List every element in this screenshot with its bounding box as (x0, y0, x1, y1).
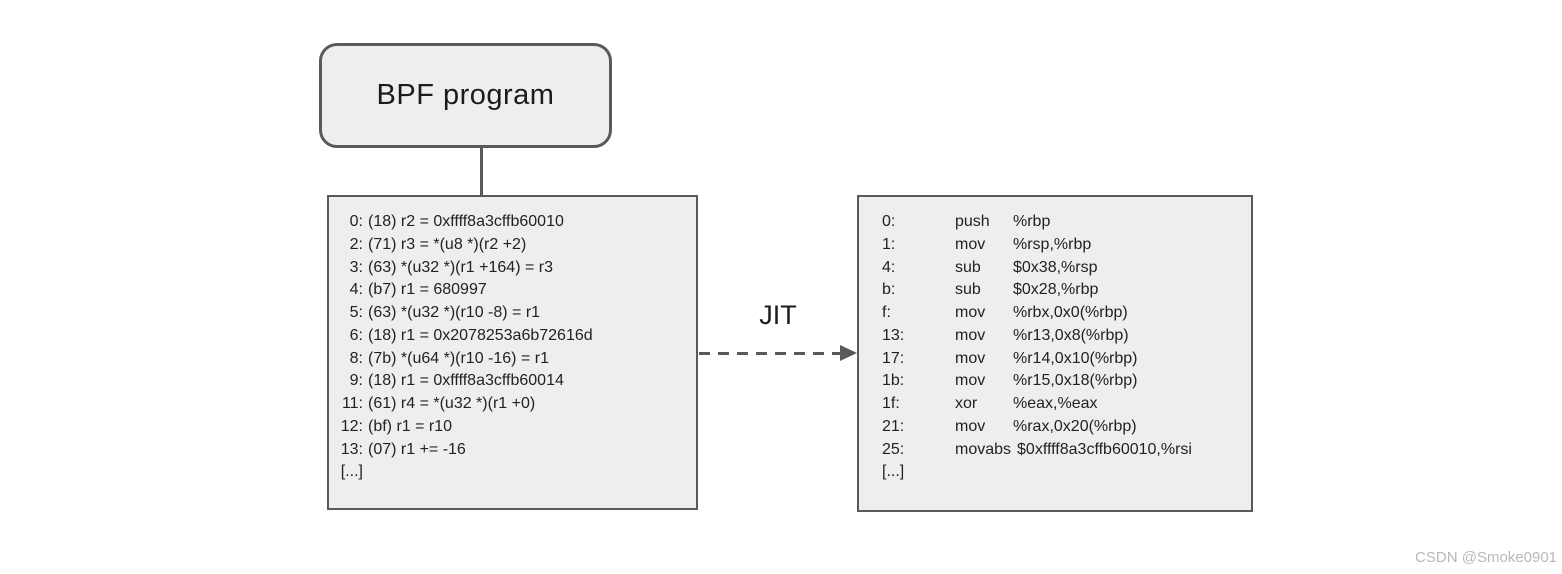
bytecode-line: 6: (18) r1 = 0x2078253a6b72616d (337, 325, 690, 348)
bytecode-line: 0: (18) r2 = 0xffff8a3cffb60010 (337, 211, 690, 234)
bytecode-line: 13: (07) r1 += -16 (337, 439, 690, 462)
bytecode-text: (18) r1 = 0xffff8a3cffb60014 (368, 372, 564, 390)
bytecode-offset: 12: (340, 417, 363, 435)
jitted-offset: [...] (882, 463, 905, 481)
bytecode-line: 2: (71) r3 = *(u8 *)(r2 +2) (337, 234, 690, 257)
jit-arrow-head-icon (840, 345, 857, 361)
jitted-operands: %eax,%eax (1013, 395, 1098, 412)
bytecode-line: 12: (bf) r1 = r10 (337, 416, 690, 439)
bytecode-line: [...] (337, 461, 690, 484)
jit-label: JIT (759, 300, 797, 330)
jitted-lines: 0: push %rbp 1: mov %rsp,%rbp 4: sub $0x38,%rsp b… (882, 211, 1247, 484)
jitted-offset: 1: (882, 235, 896, 253)
jitted-offset: f: (882, 304, 891, 321)
jitted-offset: 0: (882, 213, 896, 230)
jitted-line: f: mov %rbx,0x0(%rbp) (882, 302, 1247, 325)
jitted-offset: 25: (882, 440, 905, 458)
bytecode-text: (63) *(u32 *)(r10 -8) = r1 (368, 304, 541, 321)
jitted-operands: %r15,0x18(%rbp) (1013, 372, 1138, 390)
jitted-operands: %rbp (1013, 213, 1051, 230)
jitted-line: 1f: xor %eax,%eax (882, 393, 1247, 416)
bpf-program-node: BPF program (319, 43, 612, 148)
jitted-operands: $0x38,%rsp (1013, 258, 1098, 276)
jitted-mnemonic: push (955, 213, 990, 230)
jitted-operands: $0x28,%rbp (1013, 281, 1099, 299)
jitted-operands: %rbx,0x0(%rbp) (1013, 304, 1128, 321)
jitted-mnemonic: mov (955, 417, 986, 435)
bpf-bytecode-box: 0: (18) r2 = 0xffff8a3cffb60010 2: (71) r3 … (327, 195, 698, 510)
jitted-line: 1: mov %rsp,%rbp (882, 234, 1247, 257)
bytecode-line: 9: (18) r1 = 0xffff8a3cffb60014 (337, 370, 690, 393)
jitted-mnemonic (955, 461, 1007, 484)
jitted-operands: %rax,0x20(%rbp) (1013, 417, 1137, 435)
jitted-line: 13: mov %r13,0x8(%rbp) (882, 325, 1247, 348)
bytecode-offset: 9: (349, 372, 363, 390)
bytecode-offset: 11: (341, 395, 363, 412)
bytecode-line: 5: (63) *(u32 *)(r10 -8) = r1 (337, 302, 690, 325)
jitted-mnemonic: movabs (955, 440, 1012, 458)
jitted-offset: 1b: (882, 372, 905, 390)
jitted-offset: 17: (882, 349, 905, 367)
jitted-operands: %r13,0x8(%rbp) (1013, 326, 1129, 344)
jitted-mnemonic: mov (955, 326, 986, 344)
jitted-line: 21: mov %rax,0x20(%rbp) (882, 416, 1247, 439)
bytecode-line: 8: (7b) *(u64 *)(r10 -16) = r1 (337, 348, 690, 371)
jitted-mnemonic: mov (955, 372, 986, 390)
bytecode-text: (07) r1 += -16 (368, 440, 466, 458)
bytecode-text: (71) r3 = *(u8 *)(r2 +2) (368, 235, 527, 253)
jitted-mnemonic: sub (955, 281, 981, 299)
bytecode-offset: 4: (349, 281, 363, 299)
jitted-mnemonic: xor (955, 395, 978, 412)
bytecode-text: (bf) r1 = r10 (368, 417, 453, 435)
jitted-offset: 4: (882, 258, 896, 276)
jitted-line: 4: sub $0x38,%rsp (882, 257, 1247, 280)
jitted-offset: 21: (882, 417, 905, 435)
jitted-line: [...] (882, 461, 1247, 484)
bytecode-lines: 0: (18) r2 = 0xffff8a3cffb60010 2: (71) r3 … (337, 211, 690, 484)
jit-arrow (699, 345, 857, 362)
bytecode-offset: 8: (349, 349, 363, 367)
jitted-offset: 1f: (882, 395, 900, 412)
bytecode-line: 11: (61) r4 = *(u32 *)(r1 +0) (337, 393, 690, 416)
jitted-offset: 13: (882, 326, 905, 344)
jitted-mnemonic: mov (955, 304, 986, 321)
jitted-assembly-box: 0: push %rbp 1: mov %rsp,%rbp 4: sub $0x38,%rsp b… (857, 195, 1253, 512)
jitted-line: 0: push %rbp (882, 211, 1247, 234)
bytecode-offset: 3: (349, 258, 363, 276)
bytecode-offset: 5: (349, 304, 363, 321)
bytecode-text: (b7) r1 = 680997 (368, 281, 487, 299)
jitted-operands: %r14,0x10(%rbp) (1013, 349, 1138, 367)
bytecode-text: (18) r2 = 0xffff8a3cffb60010 (368, 213, 564, 230)
jitted-mnemonic: sub (955, 258, 981, 276)
jitted-operands: %rsp,%rbp (1013, 235, 1092, 253)
bytecode-offset: 13: (340, 440, 363, 458)
bytecode-text: (18) r1 = 0x2078253a6b72616d (368, 326, 593, 344)
jitted-line: 25: movabs $0xffff8a3cffb60010,%rsi (882, 439, 1247, 462)
bytecode-line: 3: (63) *(u32 *)(r1 +164) = r3 (337, 257, 690, 280)
jitted-operands: $0xffff8a3cffb60010,%rsi (1017, 440, 1192, 458)
jitted-mnemonic: mov (955, 349, 986, 367)
bpf-program-label: BPF program (376, 79, 555, 111)
bytecode-offset: 0: (349, 213, 363, 230)
bytecode-text: (63) *(u32 *)(r1 +164) = r3 (368, 258, 553, 276)
jit-arrow-dashed-line (699, 352, 842, 355)
watermark: CSDN @Smoke0901 (1415, 549, 1557, 566)
jitted-line: 1b: mov %r15,0x18(%rbp) (882, 370, 1247, 393)
jitted-mnemonic: mov (955, 235, 986, 253)
jitted-line: 17: mov %r14,0x10(%rbp) (882, 348, 1247, 371)
jitted-offset: b: (882, 281, 896, 299)
bytecode-text: (61) r4 = *(u32 *)(r1 +0) (368, 395, 536, 412)
bytecode-offset: [...] (340, 463, 363, 481)
bytecode-offset: 2: (349, 235, 363, 253)
jitted-line: b: sub $0x28,%rbp (882, 279, 1247, 302)
bytecode-line: 4: (b7) r1 = 680997 (337, 279, 690, 302)
bytecode-offset: 6: (349, 326, 363, 344)
node-connector-line (480, 146, 483, 196)
bytecode-text: (7b) *(u64 *)(r10 -16) = r1 (368, 349, 549, 367)
